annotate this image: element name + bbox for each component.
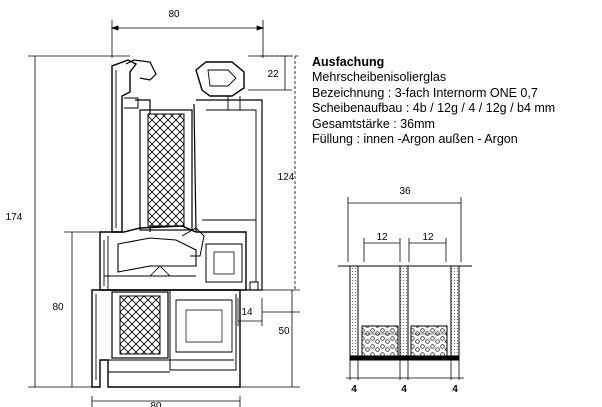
frame-right-label: 50	[278, 326, 290, 337]
glazing-section-detail	[338, 197, 472, 380]
offset-label: 22	[267, 69, 279, 80]
frame-height-dimension	[64, 231, 102, 387]
section-gap-left-label: 12	[376, 232, 388, 243]
specification-line: Füllung : innen -Argon außen - Argon	[312, 132, 518, 147]
sash-height-label: 124	[278, 172, 295, 183]
total-height-label: 174	[6, 212, 23, 223]
upper-glazing-unit	[139, 109, 193, 231]
section-gap-right-label: 12	[422, 232, 434, 243]
specification-line: Mehrscheibenisolierglas	[312, 70, 447, 85]
step-label: 14	[241, 307, 253, 318]
section-total-label: 36	[399, 186, 411, 197]
top-width-label: 80	[168, 9, 180, 20]
section-total-dimension	[347, 197, 462, 262]
frame-right-dimension	[230, 290, 300, 388]
bottom-width-dimension	[91, 396, 241, 407]
edge-seal	[349, 355, 460, 361]
specification-line: Scheibenaufbau : 4b / 12g / 4 / 12g / b4…	[312, 101, 556, 116]
total-height-dimension	[28, 55, 130, 388]
section-pane-right-label: 4	[452, 384, 458, 395]
section-pane-dimensions	[346, 360, 464, 380]
frame-height-label: 80	[52, 302, 64, 313]
section-gap-dimensions	[363, 238, 447, 262]
specification-line: Gesamtstärke : 36mm	[312, 116, 435, 131]
step-dimension	[237, 298, 263, 326]
specification-line: Bezeichnung : 3-fach Internorm ONE 0,7	[312, 85, 538, 100]
lower-glazing-unit	[111, 291, 169, 359]
bottom-width-label: 80	[150, 401, 162, 407]
section-pane-mid-label: 4	[401, 384, 407, 395]
specification-title: Ausfachung	[312, 55, 385, 69]
glazing-specification: Ausfachung Mehrscheibenisolierglas Bezei…	[312, 55, 555, 147]
top-width-dimension	[110, 20, 265, 58]
transom-profile	[99, 225, 247, 291]
frame-profile	[91, 289, 241, 388]
sash-profile	[111, 59, 263, 291]
section-pane-left-label: 4	[351, 384, 357, 395]
profile-section	[28, 20, 300, 407]
spacers	[361, 325, 448, 357]
sash-height-dimension	[260, 55, 300, 291]
